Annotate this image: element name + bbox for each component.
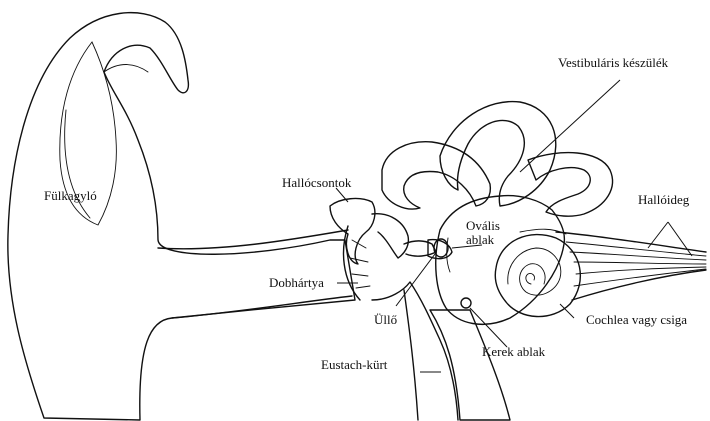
auditory-nerve-shape — [520, 229, 706, 300]
ossicles-shape — [330, 199, 452, 264]
label-eardrum: Dobhártya — [269, 275, 324, 290]
ear-canal-shape — [158, 230, 352, 318]
label-round-window: Kerek ablak — [482, 344, 546, 359]
cochlea-shape — [495, 235, 580, 317]
label-auditory-nerve: Hallóideg — [638, 192, 690, 207]
round-window-shape — [461, 298, 471, 308]
pinna-shape — [8, 13, 355, 420]
label-auricle: Fülkagyló — [44, 188, 97, 203]
label-ossicles: Hallócsontok — [282, 175, 352, 190]
label-vestibular-apparatus: Vestibuláris készülék — [558, 55, 669, 70]
label-eustachian-tube: Eustach-kürt — [321, 357, 388, 372]
label-incus: Üllő — [374, 312, 397, 327]
label-cochlea: Cochlea vagy csiga — [586, 312, 687, 327]
labels: Fülkagyló Hallócsontok Ovális ablak Dobh… — [44, 55, 690, 372]
label-oval-window-line2: ablak — [466, 232, 495, 247]
label-oval-window-line1: Ovális — [466, 218, 500, 233]
vestibule-shape — [436, 196, 565, 325]
